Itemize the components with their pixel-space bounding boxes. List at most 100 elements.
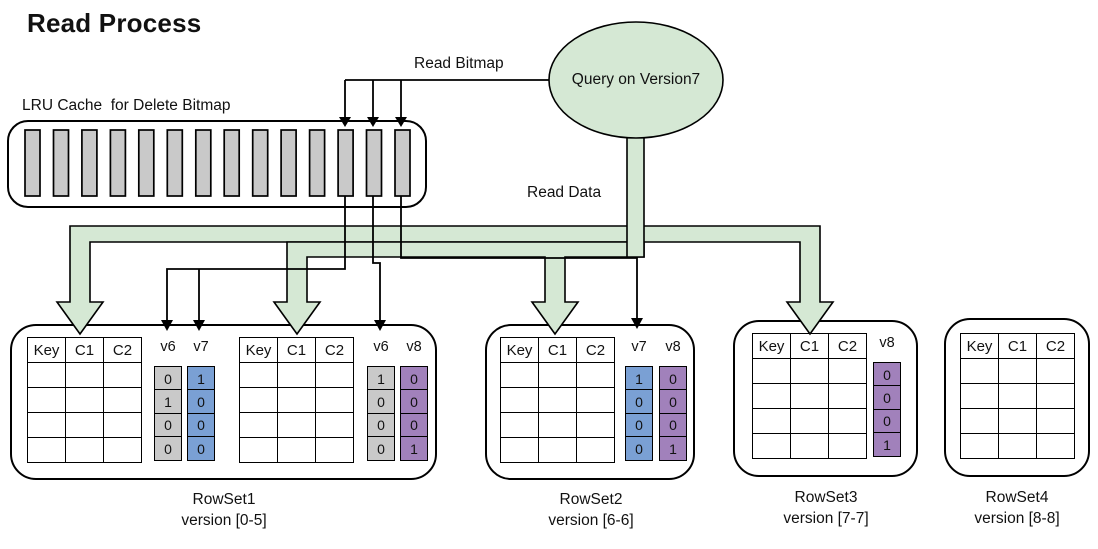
empty-cell: [239, 437, 278, 463]
empty-cell: [315, 387, 354, 413]
table-row: [27, 362, 142, 388]
empty-cell: [277, 412, 316, 438]
empty-cell: [65, 412, 104, 438]
empty-cell: [960, 358, 999, 384]
empty-cell: [790, 383, 829, 409]
empty-cell: [500, 362, 539, 388]
empty-cell: [538, 437, 577, 463]
column-header: C1: [790, 333, 829, 359]
empty-cell: [576, 412, 615, 438]
table-row: [752, 433, 867, 459]
bitmap-cell: 0: [367, 412, 395, 438]
empty-cell: [752, 383, 791, 409]
empty-cell: [500, 437, 539, 463]
table-row: [500, 412, 615, 438]
table-row: [500, 437, 615, 463]
bitmap-version-label: v6: [160, 339, 176, 355]
bitmap-cell: 0: [873, 408, 901, 434]
bitmap-version-label: v8: [406, 339, 422, 355]
empty-cell: [27, 437, 66, 463]
empty-cell: [277, 362, 316, 388]
column-header: C2: [828, 333, 867, 359]
column-header: C2: [576, 337, 615, 363]
column-header: Key: [27, 337, 66, 363]
empty-cell: [828, 408, 867, 434]
bitmap-version-label: v7: [631, 339, 647, 355]
empty-cell: [500, 412, 539, 438]
rowset-version: version [0-5]: [181, 512, 267, 529]
table-row: [27, 437, 142, 463]
empty-cell: [576, 362, 615, 388]
column-header: C2: [103, 337, 142, 363]
empty-cell: [239, 412, 278, 438]
empty-cell: [752, 358, 791, 384]
empty-cell: [65, 362, 104, 388]
column-header: Key: [752, 333, 791, 359]
empty-cell: [239, 387, 278, 413]
empty-cell: [315, 437, 354, 463]
bitmap-cell: 1: [400, 436, 428, 462]
table-row: [239, 387, 354, 413]
table-row: [960, 383, 1075, 409]
column-header: C1: [277, 337, 316, 363]
column-header: Key: [960, 333, 999, 359]
bitmap-cell: 1: [154, 389, 182, 415]
bitmap-cell: 0: [659, 389, 687, 415]
empty-cell: [790, 408, 829, 434]
empty-cell: [103, 412, 142, 438]
bitmap-cell: 0: [367, 436, 395, 462]
bitmap-cell: 0: [873, 385, 901, 411]
column-header: C1: [538, 337, 577, 363]
empty-cell: [576, 387, 615, 413]
empty-cell: [103, 362, 142, 388]
bitmap-cell: 0: [625, 412, 653, 438]
empty-cell: [1036, 358, 1075, 384]
empty-cell: [1036, 383, 1075, 409]
table-row: [500, 387, 615, 413]
bitmap-cell: 0: [659, 412, 687, 438]
table-row: [27, 412, 142, 438]
rowset-name: RowSet3: [794, 489, 858, 506]
table-row: [239, 437, 354, 463]
empty-cell: [65, 387, 104, 413]
bitmap-cell: 0: [659, 366, 687, 391]
bitmap-cell: 1: [873, 432, 901, 458]
empty-cell: [1036, 433, 1075, 459]
empty-cell: [277, 437, 316, 463]
empty-cell: [960, 408, 999, 434]
empty-cell: [998, 433, 1037, 459]
bitmap-cell: 1: [187, 366, 215, 391]
table-row: [960, 358, 1075, 384]
table-row: [960, 433, 1075, 459]
rowset-version: version [8-8]: [974, 510, 1060, 527]
empty-cell: [790, 358, 829, 384]
empty-cell: [752, 433, 791, 459]
bitmap-cell: 0: [154, 366, 182, 391]
empty-cell: [538, 412, 577, 438]
bitmap-version-label: v7: [193, 339, 209, 355]
bitmap-cell: 0: [400, 389, 428, 415]
rowset-version: version [7-7]: [783, 510, 869, 527]
empty-cell: [27, 362, 66, 388]
column-header: C1: [998, 333, 1037, 359]
empty-cell: [315, 412, 354, 438]
bitmap-cell: 0: [400, 412, 428, 438]
bitmap-cell: 1: [659, 436, 687, 462]
empty-cell: [500, 387, 539, 413]
